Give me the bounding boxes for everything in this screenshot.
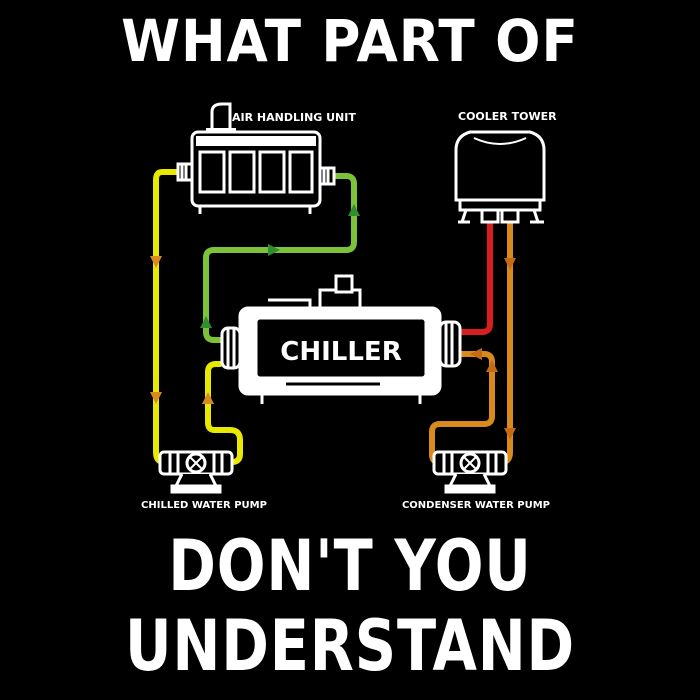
arrow-down-orange-2 bbox=[504, 428, 516, 440]
chilled-water-pump bbox=[158, 450, 234, 494]
label-chilled-water-pump: CHILLED WATER PUMP bbox=[141, 500, 267, 511]
arrow-up-yellow bbox=[202, 392, 214, 404]
label-air-handling-unit: AIR HANDLING UNIT bbox=[232, 111, 356, 124]
arrow-up-orange bbox=[486, 360, 498, 372]
footer-line-2: UNDERSTAND bbox=[124, 605, 576, 687]
pipe-chilled-supply-left bbox=[153, 169, 183, 465]
arrow-down-yellow-1 bbox=[150, 256, 162, 268]
pipe-chilled-to-chiller bbox=[205, 361, 243, 465]
arrow-up-green-2 bbox=[348, 204, 360, 216]
arrow-up-green-1 bbox=[200, 316, 212, 328]
arrow-down-orange-1 bbox=[504, 258, 516, 270]
footer-line-1: DON'T YOU bbox=[168, 525, 532, 607]
label-chiller: CHILLER bbox=[280, 337, 401, 367]
air-handling-unit bbox=[176, 102, 336, 214]
arrow-left-orange bbox=[470, 348, 482, 360]
header-title: WHAT PART OF bbox=[121, 7, 579, 75]
label-cooler-tower: COOLER TOWER bbox=[458, 110, 557, 123]
label-condenser-water-pump: CONDENSER WATER PUMP bbox=[402, 500, 550, 511]
condenser-water-pump bbox=[432, 450, 508, 494]
pipe-condenser-hot bbox=[459, 219, 493, 335]
arrow-right-green bbox=[268, 244, 280, 256]
arrow-down-yellow-2 bbox=[150, 392, 162, 404]
chiller bbox=[220, 274, 462, 404]
cooler-tower bbox=[454, 130, 546, 224]
